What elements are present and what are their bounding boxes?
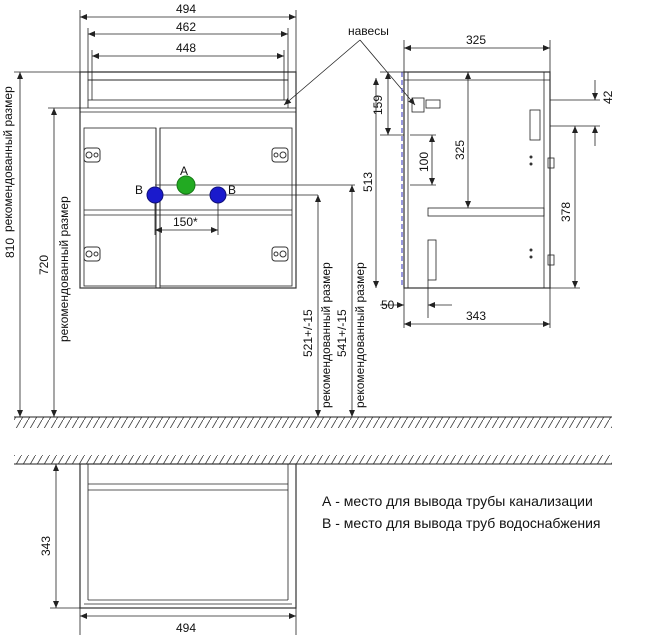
legend-line-b: В - место для вывода труб водоснабжения [322,515,601,531]
dim-513: 513 [361,172,375,192]
dim-42: 42 [601,90,615,104]
dim-343-side: 343 [466,309,486,323]
dim-325-vert: 325 [453,140,467,160]
dim-541-note: рекомендованный размер [353,262,367,408]
label-b-left: B [135,183,143,197]
dim-159: 159 [371,95,385,115]
ceiling-hatch [14,455,612,464]
floor-hatch [14,417,612,428]
dim-720: 720 [37,255,51,275]
dim-541: 541+/-15 [335,309,349,357]
dim-150: 150* [173,215,198,229]
dim-448: 448 [176,41,196,55]
dim-100: 100 [417,152,431,172]
dim-378: 378 [559,202,573,222]
label-a: A [180,164,188,178]
label-b-right: B [228,183,236,197]
side-view: 325 42 159 100 513 325 378 50 [361,33,615,328]
outlet-b-right-marker [209,186,227,204]
dim-521-note: рекомендованный размер [319,262,333,408]
hinges-label: навесы [348,24,389,38]
hinge-icon [83,147,289,262]
outlet-a-marker [176,175,196,195]
cabinet-plan-body [79,463,297,609]
dim-810-note: рекомендованный размер [1,86,15,232]
dim-810: 810 [3,238,17,258]
dim-50: 50 [381,298,395,312]
legend-line-a: А - место для вывода трубы канализации [322,493,593,509]
dim-494-top: 494 [176,2,196,16]
dim-494-bottom: 494 [176,621,196,635]
dim-521: 521+/-15 [301,309,315,357]
plan-view: 343 494 [14,455,612,635]
dim-720-note: рекомендованный размер [57,196,71,342]
dim-462: 462 [176,20,196,34]
outlet-b-left-marker [146,186,164,204]
front-view: A B B 150* 494 462 448 навесы 810 рекоме… [1,2,612,428]
dim-325-top: 325 [466,33,486,47]
dim-343-plan: 343 [39,536,53,556]
legend: А - место для вывода трубы канализации В… [322,493,601,531]
cabinet-side-body [403,71,551,289]
door-left [83,127,157,287]
